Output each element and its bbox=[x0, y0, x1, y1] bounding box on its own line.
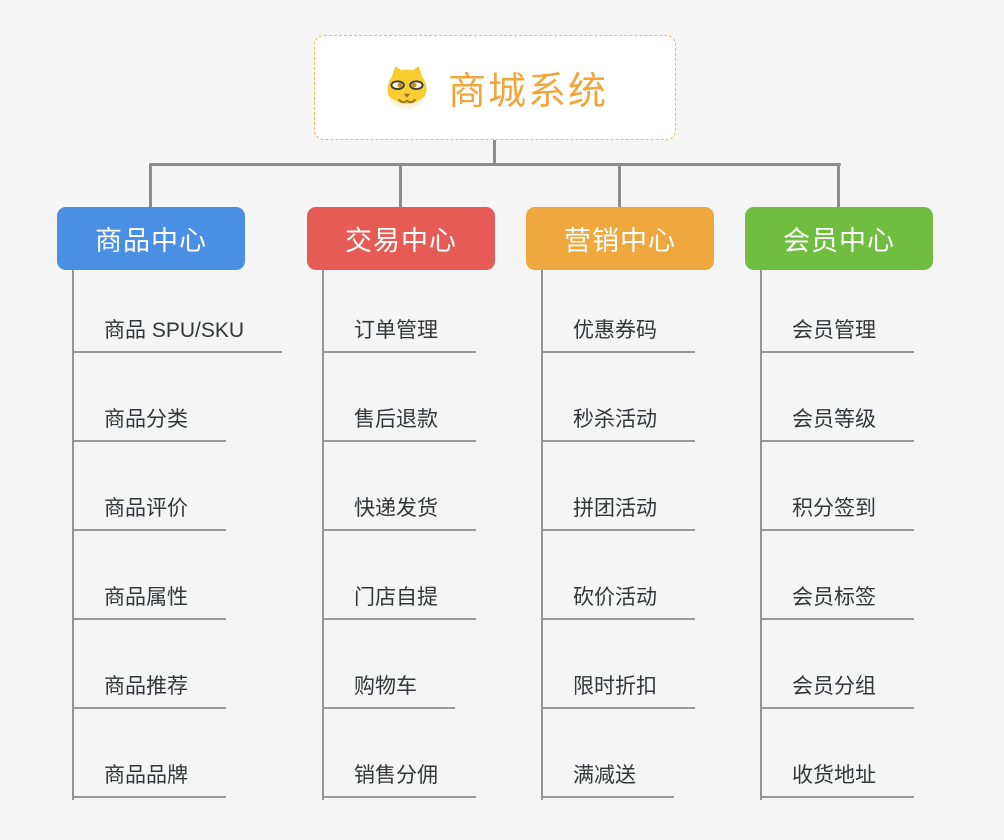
leaf-label: 销售分佣 bbox=[322, 759, 476, 798]
branch-title: 商品中心 bbox=[95, 226, 207, 256]
branch-node-marketing-center[interactable]: 营销中心 bbox=[526, 207, 714, 270]
trunk-product bbox=[72, 270, 74, 800]
leaf-label: 砍价活动 bbox=[541, 581, 695, 620]
leaf-node[interactable]: 砍价活动 bbox=[541, 531, 695, 620]
leaf-node[interactable]: 商品分类 bbox=[72, 353, 226, 442]
leaf-label: 会员等级 bbox=[760, 403, 914, 442]
leaf-label: 门店自提 bbox=[322, 581, 476, 620]
leaf-label: 满减送 bbox=[541, 759, 674, 798]
leaf-node[interactable]: 会员标签 bbox=[760, 531, 914, 620]
leaf-node[interactable]: 会员等级 bbox=[760, 353, 914, 442]
leaf-label: 商品推荐 bbox=[72, 670, 226, 709]
leaf-label: 快递发货 bbox=[322, 492, 476, 531]
branch-node-member-center[interactable]: 会员中心 bbox=[745, 207, 933, 270]
doge-icon bbox=[387, 66, 427, 109]
connector-drop-trade bbox=[399, 164, 402, 207]
leaf-node[interactable]: 商品属性 bbox=[72, 531, 226, 620]
leaf-label: 商品分类 bbox=[72, 403, 226, 442]
branch-title: 营销中心 bbox=[564, 226, 676, 256]
leaf-node[interactable]: 商品推荐 bbox=[72, 620, 226, 709]
leaf-label: 限时折扣 bbox=[541, 670, 695, 709]
leaf-node[interactable]: 门店自提 bbox=[322, 531, 476, 620]
leaf-node[interactable]: 满减送 bbox=[541, 709, 674, 798]
trunk-member bbox=[760, 270, 762, 800]
leaf-node[interactable]: 会员分组 bbox=[760, 620, 914, 709]
leaf-node[interactable]: 商品品牌 bbox=[72, 709, 226, 798]
connector-drop-product bbox=[149, 164, 152, 207]
trunk-marketing bbox=[541, 270, 543, 800]
branch-product-children: 商品 SPU/SKU 商品分类 商品评价 商品属性 商品推荐 商品品牌 bbox=[72, 264, 283, 798]
trunk-trade bbox=[322, 270, 324, 800]
leaf-node[interactable]: 拼团活动 bbox=[541, 442, 695, 531]
leaf-node[interactable]: 收货地址 bbox=[760, 709, 914, 798]
leaf-node[interactable]: 快递发货 bbox=[322, 442, 476, 531]
branch-node-product-center[interactable]: 商品中心 bbox=[57, 207, 245, 270]
branch-trade-children: 订单管理 售后退款 快递发货 门店自提 购物车 销售分佣 bbox=[322, 264, 476, 798]
leaf-label: 购物车 bbox=[322, 670, 455, 709]
leaf-label: 商品品牌 bbox=[72, 759, 226, 798]
leaf-node[interactable]: 商品评价 bbox=[72, 442, 226, 531]
leaf-label: 拼团活动 bbox=[541, 492, 695, 531]
connector-horizontal-bus bbox=[149, 163, 841, 166]
leaf-node[interactable]: 订单管理 bbox=[322, 264, 476, 353]
leaf-label: 订单管理 bbox=[322, 314, 476, 353]
connector-root-vertical bbox=[493, 140, 496, 166]
leaf-node[interactable]: 秒杀活动 bbox=[541, 353, 695, 442]
leaf-label: 优惠券码 bbox=[541, 314, 695, 353]
root-node-mall-system[interactable]: 商城系统 bbox=[314, 35, 676, 140]
branch-member-children: 会员管理 会员等级 积分签到 会员标签 会员分组 收货地址 bbox=[760, 264, 914, 798]
connector-drop-member bbox=[837, 164, 840, 207]
leaf-label: 会员分组 bbox=[760, 670, 914, 709]
leaf-label: 积分签到 bbox=[760, 492, 914, 531]
leaf-node[interactable]: 销售分佣 bbox=[322, 709, 476, 798]
leaf-label: 会员管理 bbox=[760, 314, 914, 353]
leaf-node[interactable]: 会员管理 bbox=[760, 264, 914, 353]
connector-drop-marketing bbox=[618, 164, 621, 207]
leaf-label: 会员标签 bbox=[760, 581, 914, 620]
branch-node-trade-center[interactable]: 交易中心 bbox=[307, 207, 495, 270]
leaf-node[interactable]: 积分签到 bbox=[760, 442, 914, 531]
leaf-node[interactable]: 购物车 bbox=[322, 620, 455, 709]
leaf-node[interactable]: 优惠券码 bbox=[541, 264, 695, 353]
branch-marketing-children: 优惠券码 秒杀活动 拼团活动 砍价活动 限时折扣 满减送 bbox=[541, 264, 695, 798]
leaf-label: 商品评价 bbox=[72, 492, 226, 531]
branch-title: 交易中心 bbox=[345, 226, 457, 256]
leaf-label: 商品属性 bbox=[72, 581, 226, 620]
leaf-node[interactable]: 商品 SPU/SKU bbox=[72, 264, 283, 353]
leaf-label: 收货地址 bbox=[760, 759, 914, 798]
leaf-label: 商品 SPU/SKU bbox=[72, 314, 283, 353]
branch-title: 会员中心 bbox=[783, 226, 895, 256]
root-title: 商城系统 bbox=[447, 71, 608, 113]
leaf-label: 秒杀活动 bbox=[541, 403, 695, 442]
leaf-node[interactable]: 售后退款 bbox=[322, 353, 476, 442]
leaf-label: 售后退款 bbox=[322, 403, 476, 442]
leaf-node[interactable]: 限时折扣 bbox=[541, 620, 695, 709]
